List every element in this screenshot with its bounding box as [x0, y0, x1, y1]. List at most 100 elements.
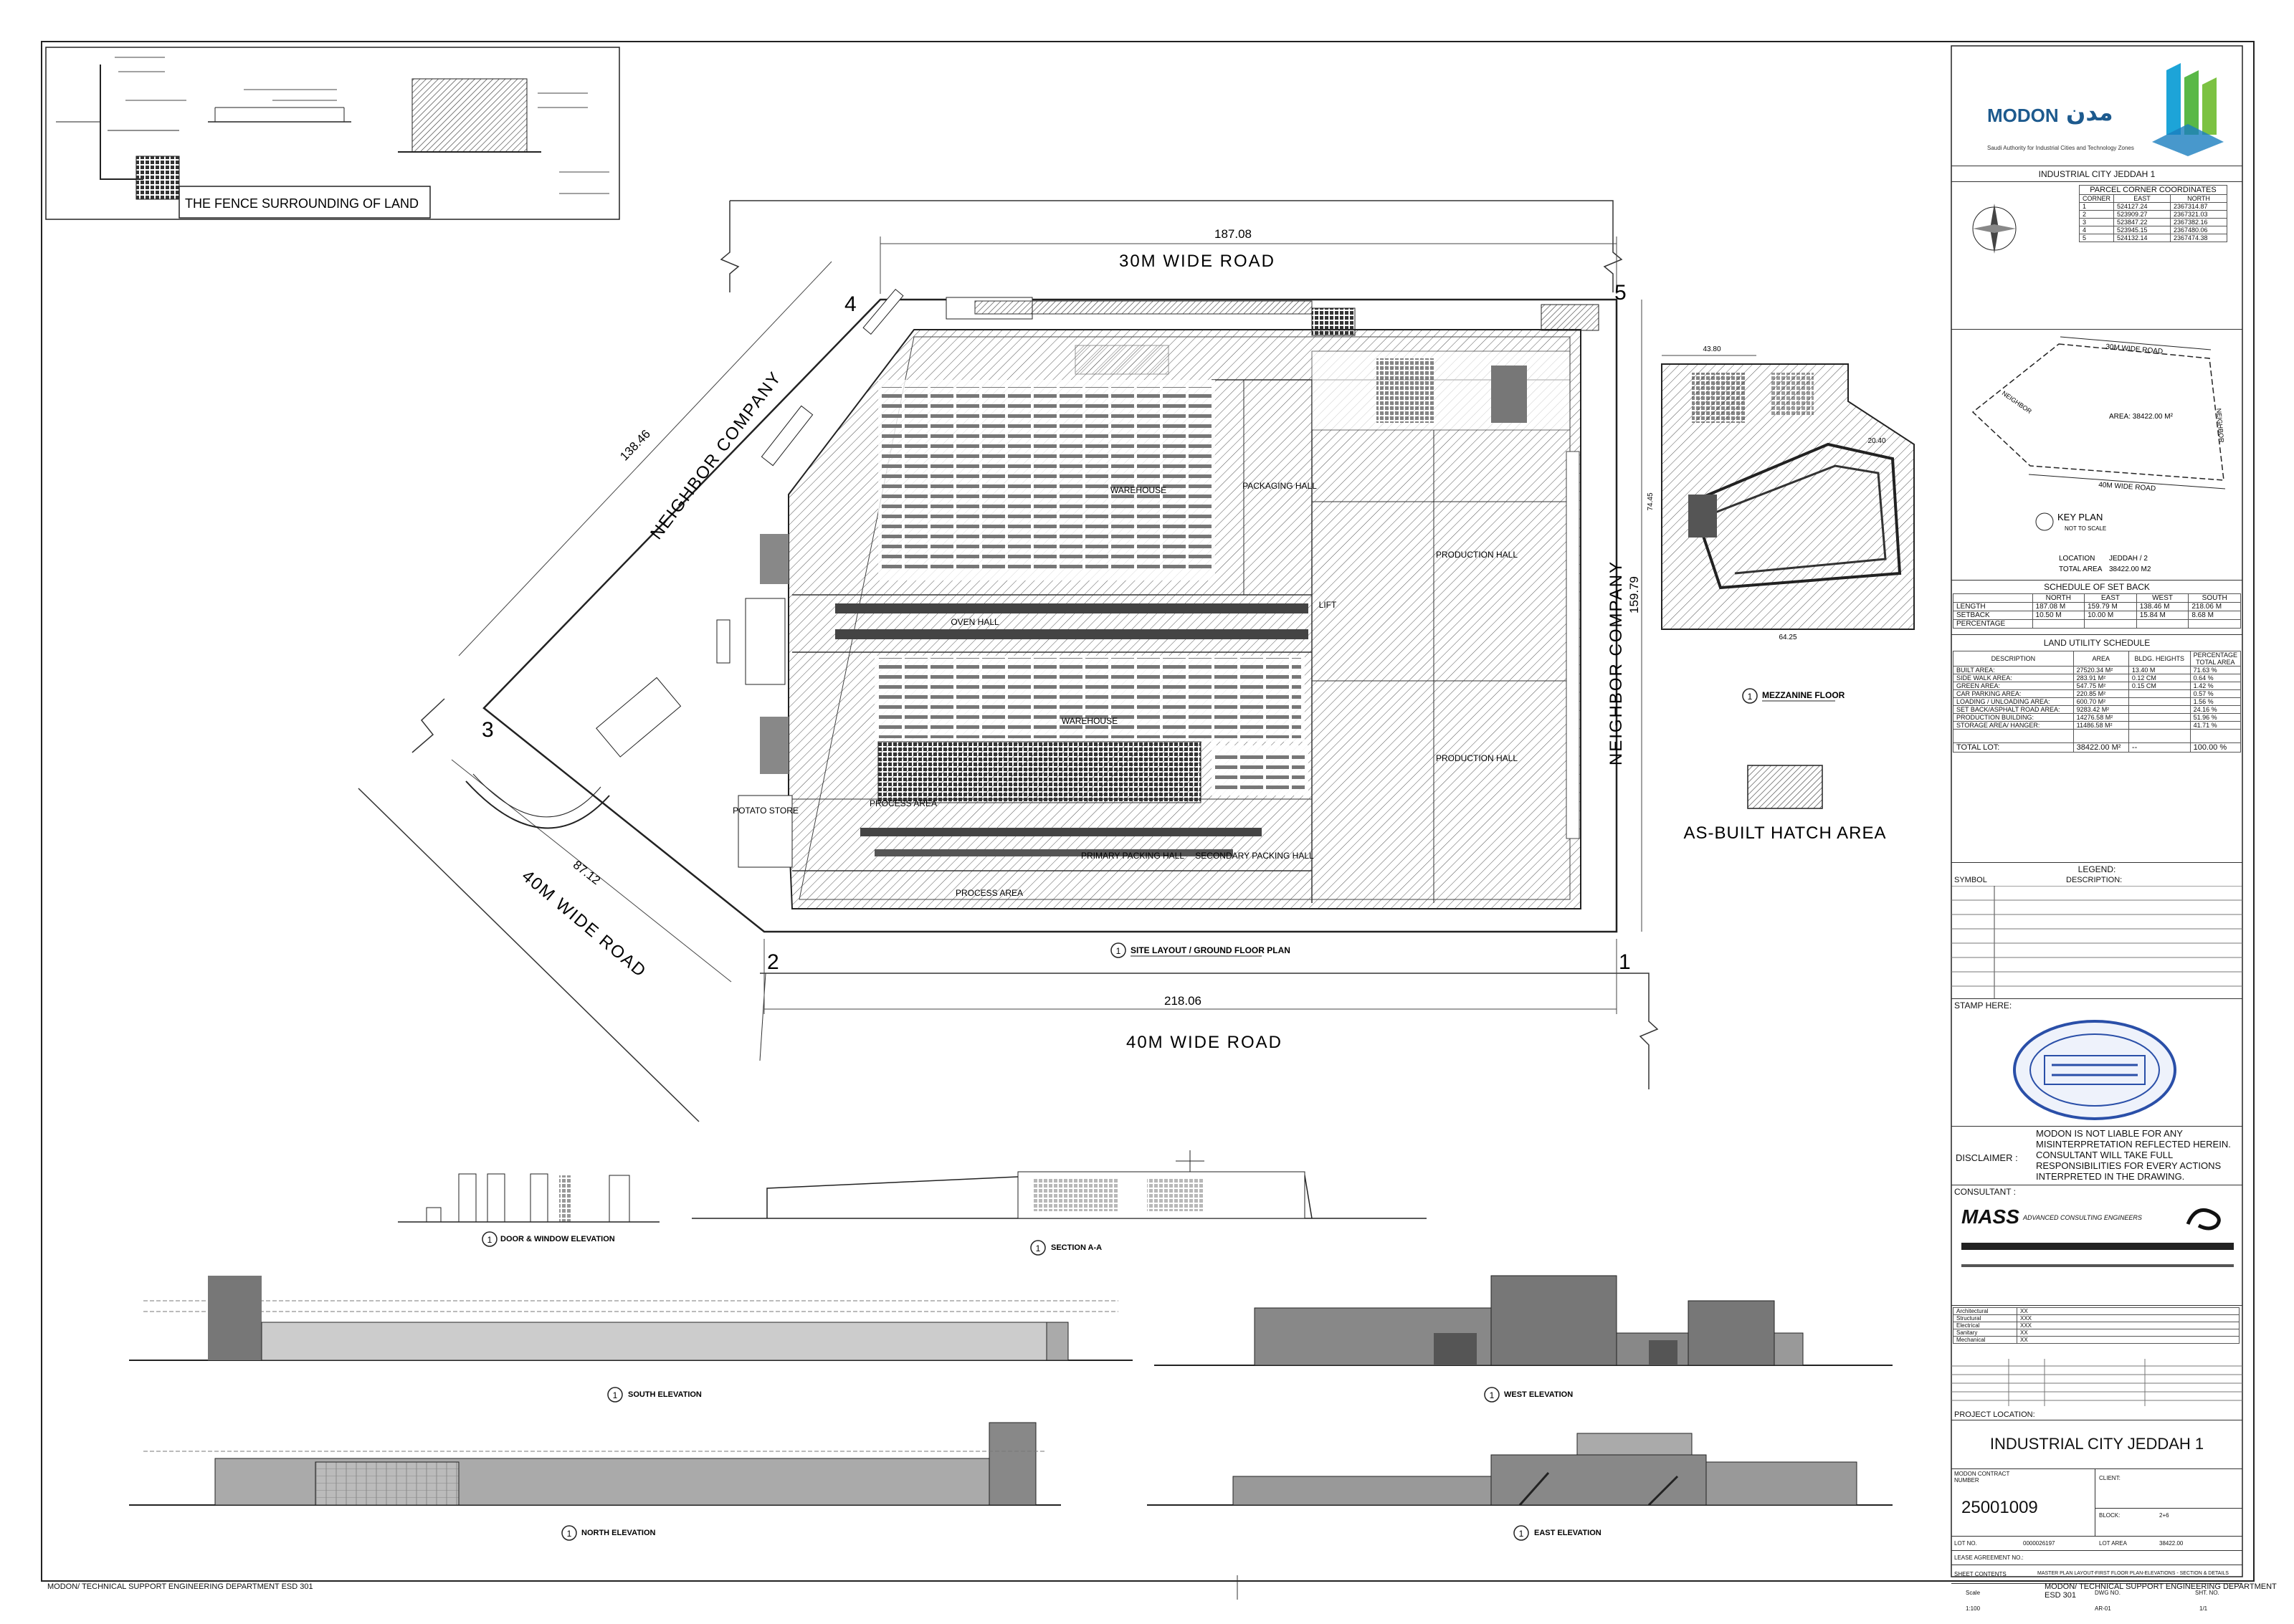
room-process-area-1: PROCESS AREA — [870, 798, 937, 808]
door-window-title: DOOR & WINDOW ELEVATION — [500, 1235, 615, 1243]
stamp-seal-icon — [2013, 1020, 2176, 1120]
total-lot-row: TOTAL LOT: 38422.00 M² -- 100.00 % — [1953, 742, 2242, 753]
room-secondary-packing: SECONDARY PACKING HALL — [1195, 851, 1314, 861]
top-dimension: 187.08 — [1214, 227, 1252, 241]
right-dimension: 159.79 — [1627, 576, 1641, 613]
footer-left: MODON/ TECHNICAL SUPPORT ENGINEERING DEP… — [47, 1582, 313, 1591]
parcel-table: PARCEL CORNER COORDINATES CORNER EAST NO… — [2078, 185, 2228, 242]
room-lift: LIFT — [1319, 600, 1337, 610]
key-area: AREA: 38422.00 M² — [2109, 413, 2174, 421]
section-no: 1 — [1036, 1243, 1041, 1253]
north-no: 1 — [567, 1529, 572, 1539]
project-location: INDUSTRIAL CITY JEDDAH 1 — [1951, 1420, 2242, 1469]
legend: LEGEND: SYMBOL DESCRIPTION: — [1951, 863, 2242, 999]
room-warehouse-1: WAREHOUSE — [1110, 485, 1166, 495]
total-area-label: TOTAL AREA — [2059, 565, 2103, 573]
north-elevation: 1 NORTH ELEVATION — [129, 1422, 1061, 1541]
setback-schedule: SCHEDULE OF SET BACK NORTH EAST WEST SOU… — [1951, 581, 2242, 635]
contract-area: MODON CONTRACT NUMBER CLIENT: 25001009 B… — [1951, 1469, 2242, 1537]
key-neighbor-right: NEIGHBOR — [2215, 408, 2225, 443]
east-no: 1 — [1519, 1529, 1524, 1539]
consultant-logo-icon — [2186, 1208, 2221, 1231]
section-title: SECTION A-A — [1051, 1243, 1102, 1252]
fence-title: THE FENCE SURROUNDING OF LAND — [185, 196, 419, 211]
site-plan: 187.08 218.06 159.79 138.46 87.12 30M WI… — [358, 200, 1659, 1122]
plan-no: 1 — [1116, 946, 1121, 956]
location-value: JEDDAH / 2 — [2109, 555, 2148, 563]
key-neighbor-left: NEIGHBOR — [2001, 389, 2033, 415]
road-top-label: 30M WIDE ROAD — [1119, 252, 1275, 271]
details-row: 1 DOOR & WINDOW ELEVATION 1 SECTION A-A — [398, 1150, 1427, 1256]
location-label: LOCATION — [2059, 555, 2095, 563]
south-no: 1 — [613, 1390, 618, 1400]
room-production-hall-1: PRODUCTION HALL — [1436, 550, 1518, 560]
consultant: CONSULTANT : MASS ADVANCED CONSULTING EN… — [1951, 1185, 2242, 1306]
room-potato-store: POTATO STORE — [733, 806, 799, 816]
contract-number: 25001009 — [1961, 1498, 2038, 1517]
left-dimension: 138.46 — [617, 427, 653, 464]
footer-right: MODON/ TECHNICAL SUPPORT ENGINEERING DEP… — [2045, 1582, 2277, 1600]
room-process-area-2: PROCESS AREA — [956, 888, 1023, 898]
north-arrow-icon — [1972, 204, 2017, 254]
key-plan: 30M WIDE ROAD 40M WIDE ROAD AREA: 38422.… — [1951, 330, 2242, 581]
west-elevation: 1 WEST ELEVATION — [1154, 1275, 1893, 1403]
mezz-title: MEZZANINE FLOOR — [1762, 690, 1845, 700]
consultant-name: MASS — [1961, 1205, 2019, 1228]
disclaimer: DISCLAIMER : MODON IS NOT LIABLE FOR ANY… — [1951, 1127, 2242, 1185]
room-primary-packing: PRIMARY PACKING HALL — [1081, 851, 1184, 861]
mezz-dim-bottom: 64.25 — [1779, 634, 1796, 641]
hatch-label: AS-BUILT HATCH AREA — [1683, 823, 1886, 843]
total-area-value: 38422.00 M2 — [2109, 565, 2151, 573]
east-elevation: 1 EAST ELEVATION — [1147, 1433, 1893, 1541]
mezz-dim-top: 43.80 — [1703, 345, 1720, 353]
mezz-dim-left: 74.45 — [1647, 492, 1655, 510]
corner-3: 3 — [482, 718, 494, 742]
room-packaging-hall: PACKAGING HALL — [1242, 481, 1317, 491]
diag-dimension: 87.12 — [571, 858, 603, 887]
table-row: PERCENTAGE — [1953, 619, 2241, 629]
sheet-contents-row: SHEET CONTENTS MASTER PLAN LAYOUT-FIRST … — [1951, 1565, 2242, 1584]
logo-en: MODON — [1987, 105, 2059, 126]
west-no: 1 — [1490, 1390, 1495, 1400]
mezz-dim-side: 20.40 — [1867, 437, 1885, 445]
lot-row: LOT NO. 0000026197 LOT AREA 38422.00 — [1951, 1537, 2242, 1551]
mezzanine-plan: 43.80 20.40 64.25 74.45 1 MEZZANINE FLOO… — [1647, 345, 1915, 843]
fence-detail: THE FENCE SURROUNDING OF LAND — [45, 47, 620, 220]
south-title: SOUTH ELEVATION — [628, 1390, 702, 1399]
corner-4: 4 — [844, 292, 857, 316]
stamp-area: STAMP HERE: — [1951, 999, 2242, 1127]
lease-row: LEASE AGREEMENT NO.: — [1951, 1551, 2242, 1565]
room-production-hall-2: PRODUCTION HALL — [1436, 753, 1518, 763]
utility-schedule: LAND UTILITY SCHEDULE DESCRIPTION AREA B… — [1951, 635, 2242, 863]
authority-name: Saudi Authority for Industrial Cities an… — [1987, 145, 2134, 151]
parcel-section: PARCEL CORNER COORDINATES CORNER EAST NO… — [1951, 182, 2242, 330]
modon-logo-icon — [2152, 63, 2224, 156]
title-block: MODON مدن Saudi Authority for Industrial… — [1951, 47, 2242, 1612]
north-title: NORTH ELEVATION — [581, 1529, 656, 1537]
logo-ar: مدن — [2066, 99, 2113, 126]
corner-2: 2 — [767, 950, 779, 974]
west-title: WEST ELEVATION — [1504, 1390, 1573, 1399]
south-elevation: 1 SOUTH ELEVATION — [129, 1276, 1133, 1403]
bottom-dimension: 218.06 — [1164, 994, 1201, 1008]
corner-1: 1 — [1619, 950, 1631, 974]
east-title: EAST ELEVATION — [1534, 1529, 1601, 1537]
road-bottom-label: 40M WIDE ROAD — [1126, 1033, 1282, 1052]
